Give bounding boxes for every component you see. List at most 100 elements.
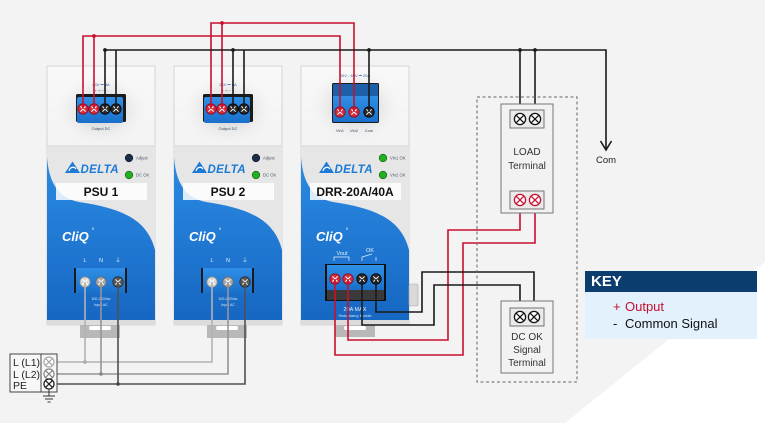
com-label: Com [596,155,616,166]
output-rating-label: 20A MAX [344,307,367,313]
vin1-terminal-label: Vin1 [336,128,345,133]
vin2-ok-led-icon [378,170,388,180]
input-label-n: N [226,258,230,264]
adjust-potentiometer-icon[interactable] [251,153,261,163]
mains-label-pe: PE [13,380,27,392]
l2-terminal-screw[interactable] [43,368,55,380]
input-label-n: N [99,258,103,264]
adjust-label: Adjust [136,156,148,161]
load-plus-screw[interactable] [513,193,527,207]
ok-relay-symbol [361,253,377,261]
input-label-l: L [210,258,213,264]
delta-logo: DELTA [65,161,119,176]
l2-wire [49,282,229,375]
din-rail-clip-slot [89,326,111,330]
load-terminal: LOAD Terminal [500,103,554,214]
output-rating-label: 24V ⎓ 5A [219,82,237,87]
dc-ok-wire-2 [375,271,535,317]
load-terminal-title: LOAD [513,147,540,158]
dc-ok-signal-terminal: DC OK Signal Terminal [500,300,554,374]
junction-dot [103,48,107,52]
delta-logo: DELTA [192,161,246,176]
dc-output-connector [325,264,386,301]
legend-title: KEY [585,271,757,292]
common-wiring [103,48,613,326]
vin2-terminal-label: Vin2 [350,128,359,133]
vin1-ok-label: Vin1 OK [390,156,406,161]
vin2-ok-label: Vin2 OK [390,173,406,178]
series-mark: II [219,226,221,231]
dc-ok-terminal-line-3: Terminal [508,358,546,369]
vout-bracket [333,256,350,261]
dc-ok-wire-1 [361,279,521,326]
dc-ok-terminal-line-2: Signal [513,345,541,356]
mains-terminal-block: L (L1) L (L2) PE [9,353,58,403]
brand-label: DELTA [335,164,373,176]
load-minus-screw[interactable] [513,112,527,126]
load-plus-screw[interactable] [528,193,542,207]
mains-label-l1: L (L1) [13,357,40,369]
junction-dot [533,48,537,52]
dc-ok-led-icon [251,170,261,180]
dc-output-connector [76,94,126,123]
legend-key: KEY + Output -Common Signal [585,271,757,339]
l1-terminal-screw[interactable] [43,356,55,368]
vout-label: Vout [336,251,347,257]
junction-dot [367,48,371,52]
device-name: PSU 2 [211,185,246,199]
side-latch[interactable] [408,283,419,307]
series-logo: CliQ [316,229,343,244]
legend-item-output: + Output [585,298,757,315]
legend-text-output: Output [625,299,665,314]
redundancy-module: 20V - 60V ⎓ 20A Vin1 Vin2 Com DELTA Vin1… [300,65,419,337]
legend-body: + Output -Common Signal [585,292,757,339]
junction-dot [83,360,87,364]
device-name: DRR-20A/40A [316,185,394,199]
delta-triangle-inner [195,166,204,172]
device-name: PSU 1 [84,185,119,199]
l1-wire [49,282,213,363]
load-minus-screw[interactable] [528,112,542,126]
delta-logo: DELTA [319,161,373,176]
dc-ok-screw[interactable] [513,310,527,324]
series-logo: CliQ [62,229,89,244]
common-bus-wire [104,49,607,149]
drr-vout-wire-1 [334,200,536,356]
din-rail-clip-slot [344,326,366,330]
dc-ok-label: DC OK [263,173,276,178]
dc-ok-label: DC OK [136,173,149,178]
legend-symbol-plus: + [613,299,621,314]
output-polarity-label: + + − − [95,88,108,93]
connector-top [333,84,378,96]
legend-item-common: -Common Signal [585,315,757,332]
input-label-pe: ⏚ [115,257,121,264]
adjust-label: Adjust [263,156,275,161]
output-polarity-label: + + − − [222,88,235,93]
connector-base [327,290,384,300]
pe-wire [49,282,246,385]
output-dc-label: Output DC [92,126,111,131]
input-label-l: L [83,258,86,264]
pe-terminal-screw[interactable] [43,378,55,390]
dc-ok-screw[interactable] [527,310,541,324]
terminals-enclosure [476,96,578,383]
legend-text-common: Common Signal [625,316,718,331]
series-mark: II [92,226,94,231]
device-label-box [183,183,274,200]
input-rating-label: 20V - 60V ⎓ 20A [340,73,371,78]
brand-label: DELTA [81,164,119,176]
dc-input-connector [332,83,379,123]
ok-label: OK [366,248,374,254]
junction-dot [220,21,224,25]
dc-ok-led-icon [124,170,134,180]
device-label-box [310,183,401,200]
dc-output-connector [203,94,253,123]
legend-symbol-minus: - [613,316,618,331]
output-dc-label: Output DC [219,126,238,131]
junction-dot [92,34,96,38]
ground-icon [43,389,55,403]
psu2-plus-wire [210,22,355,112]
adjust-potentiometer-icon[interactable] [124,153,134,163]
delta-triangle-inner [68,166,77,172]
